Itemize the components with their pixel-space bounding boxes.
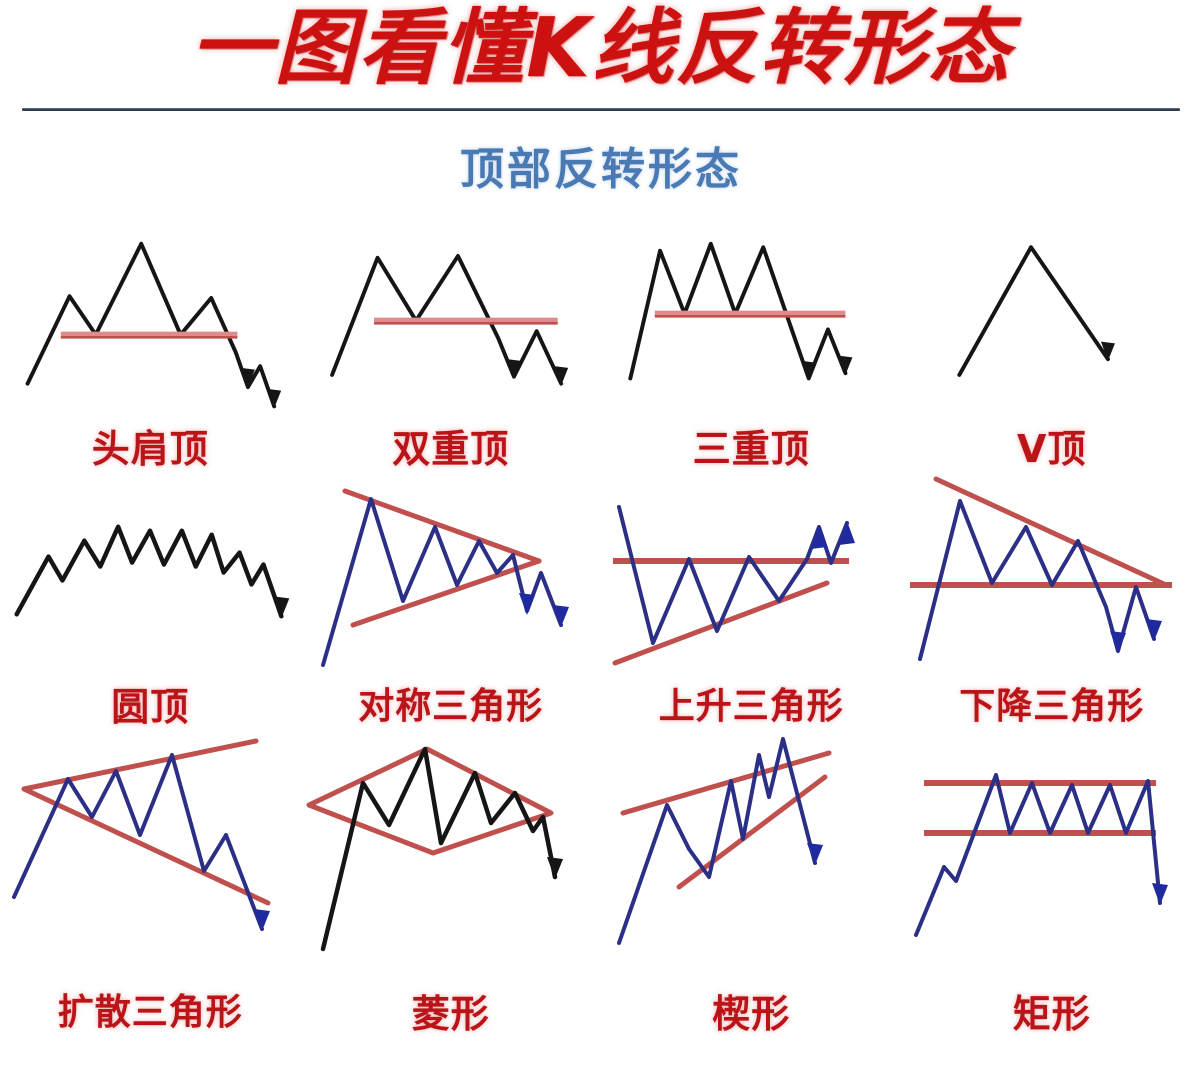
title-divider	[22, 108, 1180, 112]
pattern-card-rounding-top: 圆顶	[0, 473, 301, 731]
pattern-card-broadening-triangle: 扩散三角形	[0, 731, 301, 1051]
chart-descending-triangle	[909, 476, 1172, 661]
chart-diamond	[306, 746, 563, 952]
pattern-card-symmetrical-triangle: 对称三角形	[301, 473, 602, 731]
resistance-trendline	[933, 476, 1169, 588]
trendlines	[21, 738, 271, 906]
header: 一图看懂K线反转形态 顶部反转形态	[0, 0, 1202, 197]
pattern-card-head-and-shoulders-top: 头肩顶	[0, 228, 301, 473]
pattern-label-wedge: 楔形	[712, 992, 791, 1036]
pattern-label-rounding-top: 圆顶	[111, 685, 190, 729]
pattern-card-v-top: V顶	[902, 228, 1202, 473]
pattern-label-ascending-triangle: 上升三角形	[658, 686, 844, 727]
pattern-label-head-and-shoulders-top: 头肩顶	[91, 427, 209, 471]
pattern-grid: 头肩顶 双重顶	[0, 228, 1202, 1051]
chart-v-top	[957, 245, 1115, 377]
chart-triple-top	[628, 241, 853, 381]
pattern-label-v-top: V顶	[1017, 427, 1087, 471]
pattern-label-triple-top: 三重顶	[692, 427, 810, 471]
pattern-label-broadening-triangle: 扩散三角形	[57, 992, 243, 1033]
chart-symmetrical-triangle	[320, 488, 569, 667]
page-title: 一图看懂K线反转形态	[190, 1, 1012, 96]
chart-double-top	[329, 254, 568, 386]
pattern-card-diamond: 菱形	[301, 731, 602, 1051]
pattern-label-rectangle: 矩形	[1012, 992, 1091, 1036]
pattern-label-symmetrical-triangle: 对称三角形	[358, 686, 544, 727]
diamond-outline	[306, 746, 554, 856]
pattern-card-rectangle: 矩形	[902, 731, 1202, 1051]
trendlines	[342, 488, 542, 628]
pattern-label-descending-triangle: 下降三角形	[959, 686, 1145, 727]
pattern-card-descending-triangle: 下降三角形	[902, 473, 1202, 731]
chart-wedge	[617, 737, 832, 945]
chart-ascending-triangle	[612, 505, 856, 666]
chart-broadening-triangle	[12, 738, 271, 931]
pattern-card-double-top: 双重顶	[301, 228, 602, 473]
pattern-card-triple-top: 三重顶	[601, 228, 902, 473]
chart-head-and-shoulders-top	[25, 241, 282, 409]
pattern-label-double-top: 双重顶	[392, 427, 510, 471]
pattern-label-diamond: 菱形	[411, 992, 490, 1036]
chart-rounding-top	[14, 524, 290, 619]
pattern-card-ascending-triangle: 上升三角形	[601, 473, 902, 731]
chart-rectangle	[913, 773, 1168, 937]
pattern-card-wedge: 楔形	[601, 731, 902, 1051]
wedge-trendlines	[620, 750, 832, 890]
section-subtitle: 顶部反转形态	[460, 144, 742, 196]
